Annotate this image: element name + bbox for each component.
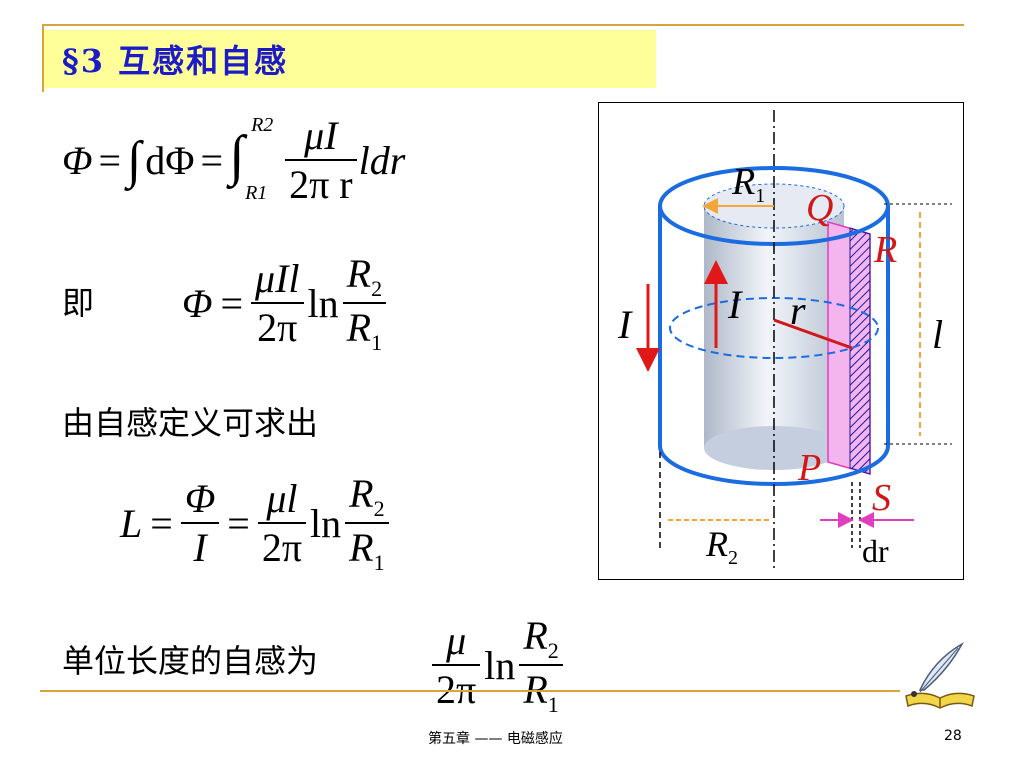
fraction-denominator: R1	[343, 304, 386, 356]
label-r-radius: r	[790, 288, 806, 333]
fraction-numerator: R2	[343, 250, 386, 302]
footer-page-number: 28	[944, 728, 962, 744]
equals-sign: =	[150, 500, 173, 546]
r1-subscript: 1	[373, 550, 385, 575]
fraction-r2-over-r1: R2 R1	[345, 470, 389, 576]
l-symbol: L	[120, 500, 143, 546]
quill-book-icon	[905, 642, 975, 709]
coaxial-cylinder-figure: R1 Q R I I r l P S R2 dr	[598, 102, 964, 580]
r2-subscript: 2	[371, 276, 383, 301]
fraction-numerator: μIl	[255, 256, 300, 301]
fraction-bar	[342, 302, 387, 304]
fraction-bar	[257, 522, 307, 524]
definite-integral: ∫ R2 R1	[229, 114, 279, 204]
formula-self-inductance: L = Φ I = μl 2π ln R2 R1	[120, 470, 389, 576]
integral-sign: ∫	[127, 131, 142, 189]
text-unit-length: 单位长度的自感为	[62, 642, 319, 680]
formula-flux-result: Φ = μIl 2π ln R2 R1	[182, 250, 387, 356]
r2-symbol: R	[349, 471, 374, 516]
fraction-mu-over-2pi: μ 2π	[432, 617, 481, 713]
fraction-numerator: μI	[304, 113, 338, 158]
r2-subscript: 2	[373, 496, 385, 521]
fraction-numerator: μ	[446, 618, 467, 663]
r1-subscript: 1	[547, 692, 559, 717]
label-q: Q	[806, 187, 833, 229]
l-dr: ldr	[358, 137, 406, 183]
ln-operator: ln	[484, 642, 516, 688]
lower-limit: R1	[245, 182, 268, 204]
fraction-denominator: R1	[519, 666, 562, 718]
text-derive: 由自感定义可求出	[62, 404, 319, 442]
integral-sign-2: ∫	[229, 125, 245, 187]
fraction-denominator: I	[193, 525, 207, 570]
title-band	[44, 30, 656, 88]
text-ji: 即	[62, 284, 95, 322]
label-r1: R1	[731, 161, 765, 207]
label-s: S	[872, 477, 891, 519]
label-r: R	[873, 229, 897, 271]
header-top-rule	[42, 24, 964, 26]
label-dr: dr	[862, 533, 889, 569]
fraction-denominator: 2π	[436, 667, 477, 712]
d-phi: dΦ	[145, 137, 195, 183]
upper-limit: R2	[251, 114, 274, 136]
formula-flux-integral: Φ = ∫ dΦ = ∫ R2 R1 μI 2π r ldr	[62, 112, 405, 208]
header-left-rule	[42, 24, 44, 92]
fraction-mu-i-over-2pi-r: μI 2π r	[285, 112, 357, 208]
r1-symbol: R	[349, 525, 374, 570]
outer-cylinder-body	[658, 206, 890, 486]
hatched-strip	[849, 227, 871, 475]
r1-symbol: R	[346, 305, 372, 350]
label-i-inner: I	[727, 282, 743, 327]
phi-symbol: Φ	[62, 137, 93, 183]
fraction-numerator: μl	[266, 476, 298, 521]
formula-unit-inductance: μ 2π ln R2 R1	[432, 612, 563, 718]
fraction-numerator: Φ	[184, 476, 216, 521]
label-i-outer: I	[617, 302, 633, 347]
footer-rule	[40, 690, 900, 692]
radius-r-line	[773, 318, 853, 350]
fraction-phi-over-i: Φ I	[180, 475, 220, 571]
fraction-numerator: R2	[519, 612, 562, 664]
label-p: P	[797, 447, 821, 489]
phi-symbol: Φ	[182, 280, 213, 326]
label-r2: R2	[705, 524, 738, 569]
ln-operator: ln	[307, 280, 339, 326]
fraction-denominator: 2π r	[289, 162, 353, 207]
fraction-denominator: 2π	[261, 525, 303, 570]
equals-sign: =	[98, 137, 122, 183]
fraction-bar	[251, 302, 304, 304]
fraction-bar	[432, 664, 481, 666]
r1-subscript: 1	[371, 330, 383, 355]
fraction-r2-over-r1: R2 R1	[519, 612, 563, 718]
fraction-r2-over-r1: R2 R1	[342, 250, 387, 356]
r2-subscript: 2	[547, 638, 559, 663]
equals-sign: =	[220, 280, 244, 326]
fraction-bar	[345, 522, 389, 524]
fraction-mu-il-over-2pi: μIl 2π	[251, 255, 304, 351]
label-l: l	[932, 312, 943, 357]
fraction-denominator: R1	[345, 524, 388, 576]
equals-sign-2: =	[200, 137, 224, 183]
r2-symbol: R	[346, 251, 372, 296]
fraction-mu-l-over-2pi: μl 2π	[257, 475, 307, 571]
ln-operator: ln	[310, 500, 342, 546]
fraction-denominator: 2π	[257, 305, 298, 350]
fraction-bar	[519, 664, 563, 666]
equals-sign-2: =	[227, 500, 250, 546]
r2-symbol: R	[523, 613, 548, 658]
slide-title: §3 互感和自感	[62, 42, 289, 80]
fraction-numerator: R2	[345, 470, 388, 522]
fraction-bar	[180, 522, 220, 524]
fraction-bar	[285, 159, 357, 161]
footer-chapter: 第五章 —— 电磁感应	[428, 731, 563, 747]
r1-symbol: R	[523, 667, 548, 712]
